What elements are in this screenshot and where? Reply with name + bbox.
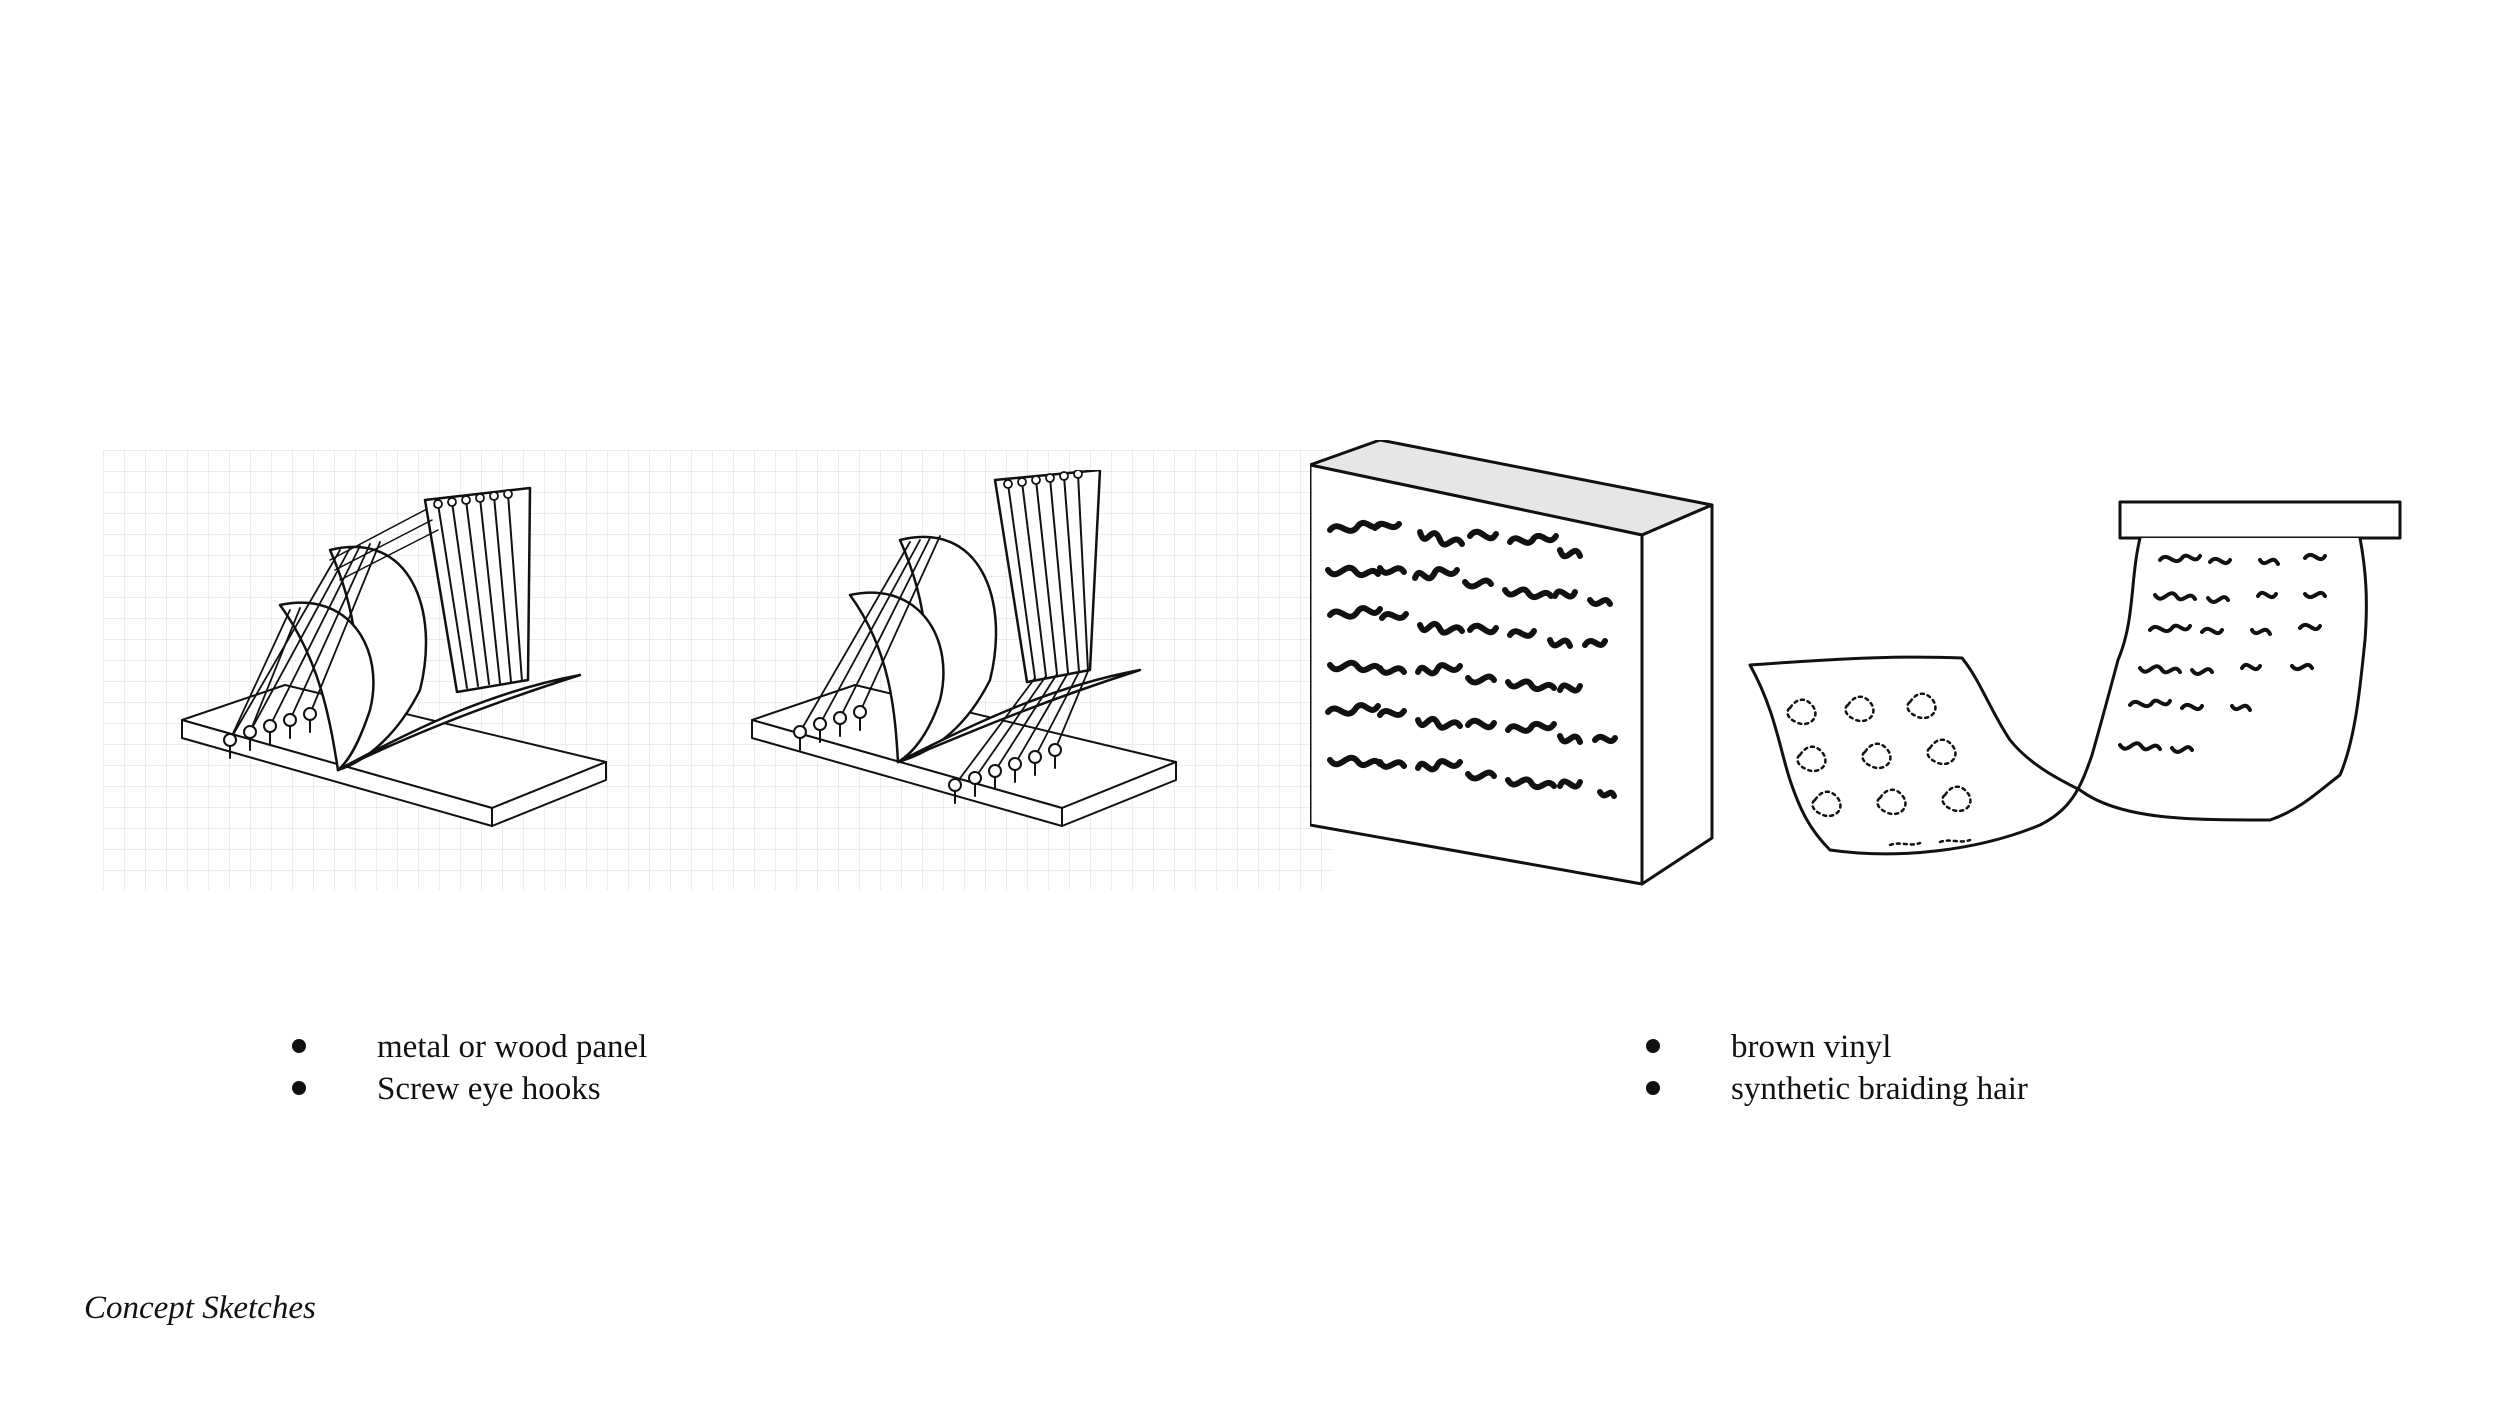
grid-paper-background (103, 450, 1333, 890)
sketch-hair-box (1310, 440, 1714, 886)
slide-caption: Concept Sketches (84, 1290, 316, 1326)
list-item: Screw eye hooks (292, 1068, 647, 1110)
list-item: metal or wood panel (292, 1026, 647, 1068)
list-item: brown vinyl (1646, 1026, 2028, 1068)
list-item: synthetic braiding hair (1646, 1068, 2028, 1110)
materials-list-right: brown vinyl synthetic braiding hair (1646, 1026, 2028, 1110)
materials-list-left: metal or wood panel Screw eye hooks (292, 1026, 647, 1110)
sketch-string-panel-1 (181, 486, 607, 827)
sketch-draped-vinyl (1748, 500, 2402, 856)
sketch-string-panel-2 (751, 470, 1177, 827)
